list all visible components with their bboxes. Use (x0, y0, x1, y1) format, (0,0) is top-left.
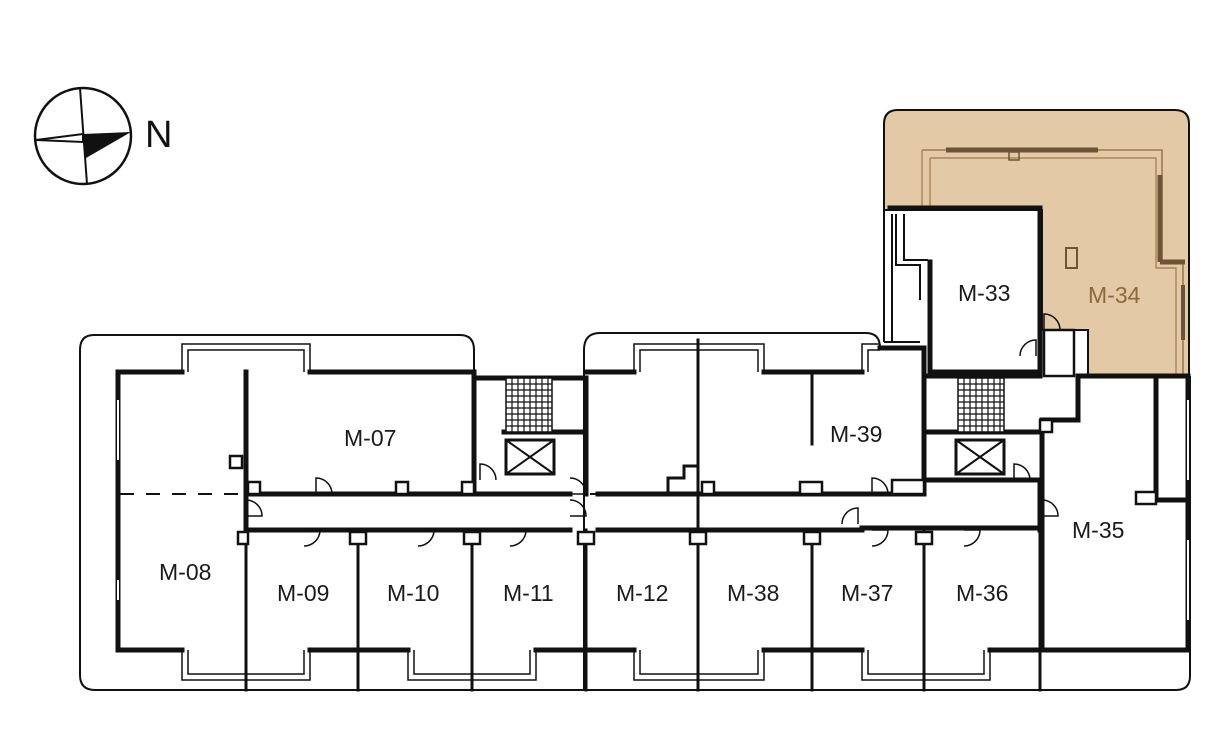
stair-east-treads (958, 378, 1004, 432)
wall-m39-east (877, 345, 1043, 497)
pillar-9 (688, 530, 708, 546)
pillar-3 (394, 480, 410, 496)
stair-east (954, 377, 1006, 476)
pillar-13 (798, 480, 824, 496)
door-m11 (509, 529, 527, 547)
door-m08 (245, 499, 263, 517)
stair-west (504, 377, 556, 476)
elevator-west-cross (505, 439, 555, 475)
door-stair-west (479, 463, 497, 481)
door-m07 (315, 477, 333, 495)
pillar-16 (1134, 490, 1158, 506)
label-m11: M-11 (503, 580, 554, 606)
elevator-east-cross (955, 439, 1005, 475)
label-m10: M-10 (387, 580, 439, 606)
east-wing-outline (584, 376, 1191, 691)
m34-pillar-top (1008, 151, 1020, 161)
compass: N (33, 86, 172, 186)
door-stair-east (1013, 463, 1031, 481)
bay-north-1 (181, 343, 311, 372)
compass-needle-west (35, 132, 84, 144)
m34-terrace-rail-inner (930, 157, 1177, 376)
doors (245, 313, 1061, 547)
room-m12[interactable] (588, 496, 696, 648)
m33-terrace-outline (883, 210, 920, 343)
m34-highlight-area (883, 109, 1190, 377)
label-m12: M-12 (616, 580, 668, 606)
compass-needle-east-icon (83, 132, 131, 158)
label-m34: M-34 (1088, 282, 1141, 308)
pillar-17 (1042, 328, 1076, 378)
label-m07: M-07 (344, 425, 396, 451)
label-m09: M-09 (277, 580, 329, 606)
m34-column (1065, 247, 1078, 269)
door-m34 (1043, 313, 1061, 331)
label-m36: M-36 (956, 580, 1008, 606)
door-m36 (963, 529, 981, 547)
stair-west-treads (506, 378, 552, 432)
label-m35: M-35 (1072, 517, 1124, 543)
pillar-14 (890, 478, 926, 496)
room-m39[interactable] (700, 378, 922, 492)
door-m39 (871, 477, 889, 495)
door-m12-a (569, 477, 587, 495)
window-ticks (117, 400, 1189, 620)
wall-corridor-west-end (243, 491, 271, 533)
wall-m33-box (887, 205, 1043, 375)
m34-terrace-rail-left (921, 150, 931, 206)
room-hit-areas (120, 160, 1186, 648)
door-m09 (303, 529, 321, 547)
pillar-12 (700, 480, 716, 496)
door-m37-a (841, 507, 859, 525)
stair-west-frame (505, 377, 553, 433)
pillars (228, 328, 1158, 546)
label-m38: M-38 (727, 580, 779, 606)
bay-north-3 (861, 343, 880, 372)
pillar-11 (914, 530, 934, 546)
pillar-5 (236, 530, 250, 546)
north-label: N (145, 114, 172, 156)
pillar-2 (246, 480, 262, 496)
window-bays (181, 343, 991, 681)
door-m35 (1041, 499, 1059, 517)
pillar-7 (462, 530, 482, 546)
label-m39: M-39 (830, 421, 882, 447)
pillar-8 (576, 530, 596, 546)
door-m33 (1019, 339, 1037, 357)
bay-south-4 (861, 650, 991, 681)
label-m37: M-37 (841, 580, 893, 606)
walls (115, 205, 1191, 692)
door-m12-b (569, 499, 587, 517)
room-labels: M-07 M-08 M-09 M-10 M-11 M-12 M-33 M-34 … (159, 280, 1141, 606)
pillar-10 (802, 530, 822, 546)
pillar-15 (1038, 418, 1054, 434)
pillar-1 (228, 454, 244, 470)
pillar-6 (348, 530, 368, 546)
door-m10 (417, 529, 435, 547)
door-m37 (871, 529, 889, 547)
west-wing-outline (79, 332, 881, 691)
pillar-4 (460, 480, 476, 496)
m33-terrace-inner (895, 214, 928, 300)
label-m33: M-33 (958, 280, 1010, 306)
label-m08: M-08 (159, 559, 211, 585)
stair-east-frame (957, 377, 1005, 433)
wall-m12-step (666, 464, 700, 496)
